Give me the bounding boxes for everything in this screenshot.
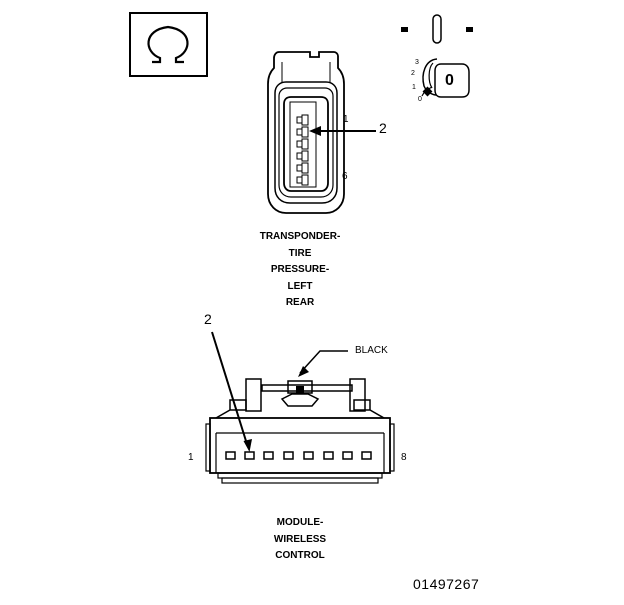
module-title-line: WIRELESS	[273, 533, 327, 545]
color-callout-leader	[298, 350, 348, 377]
transponder-pin-cavities	[296, 114, 309, 186]
ignition-position-0: 0	[418, 96, 422, 103]
transponder-connector-drawing	[267, 51, 345, 214]
module-callout-label: 2	[204, 311, 212, 327]
module-pin-cavities	[225, 451, 372, 460]
ignition-position-2: 2	[411, 70, 415, 77]
module-title-line: MODULE-	[276, 517, 324, 528]
transponder-callout-label: 2	[379, 120, 387, 136]
color-label: BLACK	[355, 345, 388, 356]
module-connector-drawing	[205, 378, 395, 484]
ignition-position-1: 1	[412, 84, 416, 91]
ignition-key-label: 0	[445, 72, 454, 89]
module-title-line: CONTROL	[275, 550, 325, 561]
transponder-title-line: TIRE	[288, 247, 312, 259]
transponder-pin-last-label: 6	[342, 171, 348, 182]
ignition-position-3: 3	[415, 59, 419, 66]
transponder-title: TRANSPONDER- TIRE PRESSURE- LEFT REAR	[230, 229, 370, 312]
transponder-title-line: REAR	[285, 297, 315, 308]
module-pin-last-label: 8	[401, 452, 407, 463]
figure-id: 01497267	[413, 576, 480, 592]
transponder-title-line: TRANSPONDER-	[259, 231, 341, 242]
ohm-icon	[129, 12, 208, 77]
module-pin-first-label: 1	[188, 452, 194, 463]
module-title: MODULE- WIRELESS CONTROL	[230, 515, 370, 565]
transponder-title-line: PRESSURE-	[270, 264, 330, 275]
module-callout-arrow	[211, 331, 252, 452]
transponder-title-line: LEFT	[287, 280, 313, 292]
transponder-callout-arrow	[309, 126, 376, 136]
transponder-pin-first-label: 1	[343, 114, 349, 125]
